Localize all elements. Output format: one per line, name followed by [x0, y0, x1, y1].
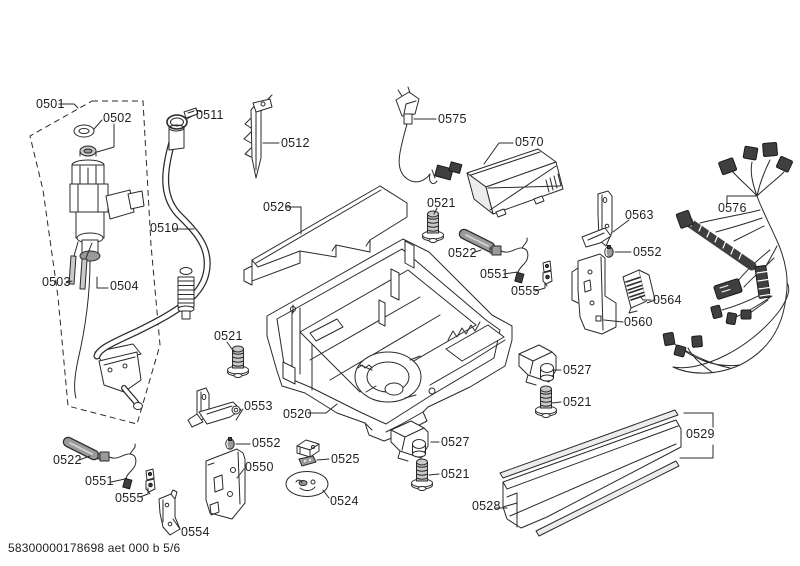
- part-0576-harness-drawing: [662, 142, 793, 374]
- part-label-0550: 0550: [245, 460, 274, 474]
- part-label-0529: 0529: [686, 427, 715, 441]
- part-label-0525: 0525: [331, 452, 360, 466]
- part-label-0563: 0563: [625, 208, 654, 222]
- part-label-0560: 0560: [624, 315, 653, 329]
- part-label-0524: 0524: [330, 494, 359, 508]
- part-label-0528: 0528: [472, 499, 501, 513]
- part-label-0521-a: 0521: [427, 196, 456, 210]
- part-label-0510: 0510: [150, 221, 179, 235]
- part-label-0554: 0554: [181, 525, 210, 539]
- part-label-0522-a: 0522: [448, 246, 477, 260]
- part-label-0555-a: 0555: [511, 284, 540, 298]
- part-label-0551-b: 0551: [85, 474, 114, 488]
- part-0512-stake-drawing: [243, 94, 273, 179]
- part-0563-bracket-drawing: [581, 190, 613, 248]
- part-label-0575: 0575: [438, 112, 467, 126]
- part-label-0527-a: 0527: [563, 363, 592, 377]
- part-label-0522-b: 0522: [53, 453, 82, 467]
- part-label-0555-b: 0555: [115, 491, 144, 505]
- part-0526-cover-drawing: [243, 185, 408, 286]
- aquastop-boundary-box: [29, 100, 161, 425]
- part-label-0504: 0504: [110, 279, 139, 293]
- part-0560-bracket-drawing: [571, 253, 617, 335]
- part-label-0570: 0570: [515, 135, 544, 149]
- part-label-0503: 0503: [42, 275, 71, 289]
- part-0550-bracket-drawing: [205, 448, 246, 520]
- part-label-0564: 0564: [653, 293, 682, 307]
- part-label-0526: 0526: [263, 200, 292, 214]
- part-label-0552-a: 0552: [633, 245, 662, 259]
- part-0553-bracket-drawing: [187, 387, 242, 428]
- part-0511-clamp-drawing: [166, 107, 203, 130]
- part-label-0512: 0512: [281, 136, 310, 150]
- part-0524-disc-drawing: [285, 471, 329, 497]
- part-label-0552-b: 0552: [252, 436, 281, 450]
- part-label-0553: 0553: [244, 399, 273, 413]
- leader-lines: [58, 103, 757, 530]
- part-label-0511: 0511: [196, 108, 224, 122]
- part-label-0521-b: 0521: [214, 329, 243, 343]
- part-label-0527-b: 0527: [441, 435, 470, 449]
- part-0570-control-module-drawing: [466, 148, 564, 218]
- part-0528-plinth-drawing: [499, 409, 682, 537]
- part-label-0576: 0576: [718, 201, 747, 215]
- part-0510-hose-drawing: [93, 124, 211, 360]
- part-label-0501: 0501: [36, 97, 65, 111]
- part-label-0521-d: 0521: [441, 467, 470, 481]
- part-label-0520: 0520: [283, 407, 312, 421]
- part-0501-aquastop-drawing: [68, 124, 145, 399]
- document-code: 58300000178698 aet 000 b 5/6: [8, 541, 181, 555]
- part-label-0521-c: 0521: [563, 395, 592, 409]
- part-label-0551-a: 0551: [480, 267, 509, 281]
- aquastop-elbow-drawing: [94, 343, 143, 410]
- part-0575-mains-cable-drawing: [395, 86, 463, 185]
- part-0564-connector-drawing: [622, 269, 656, 314]
- part-label-0502: 0502: [103, 111, 132, 125]
- part-0525-switch-drawing: [296, 439, 320, 467]
